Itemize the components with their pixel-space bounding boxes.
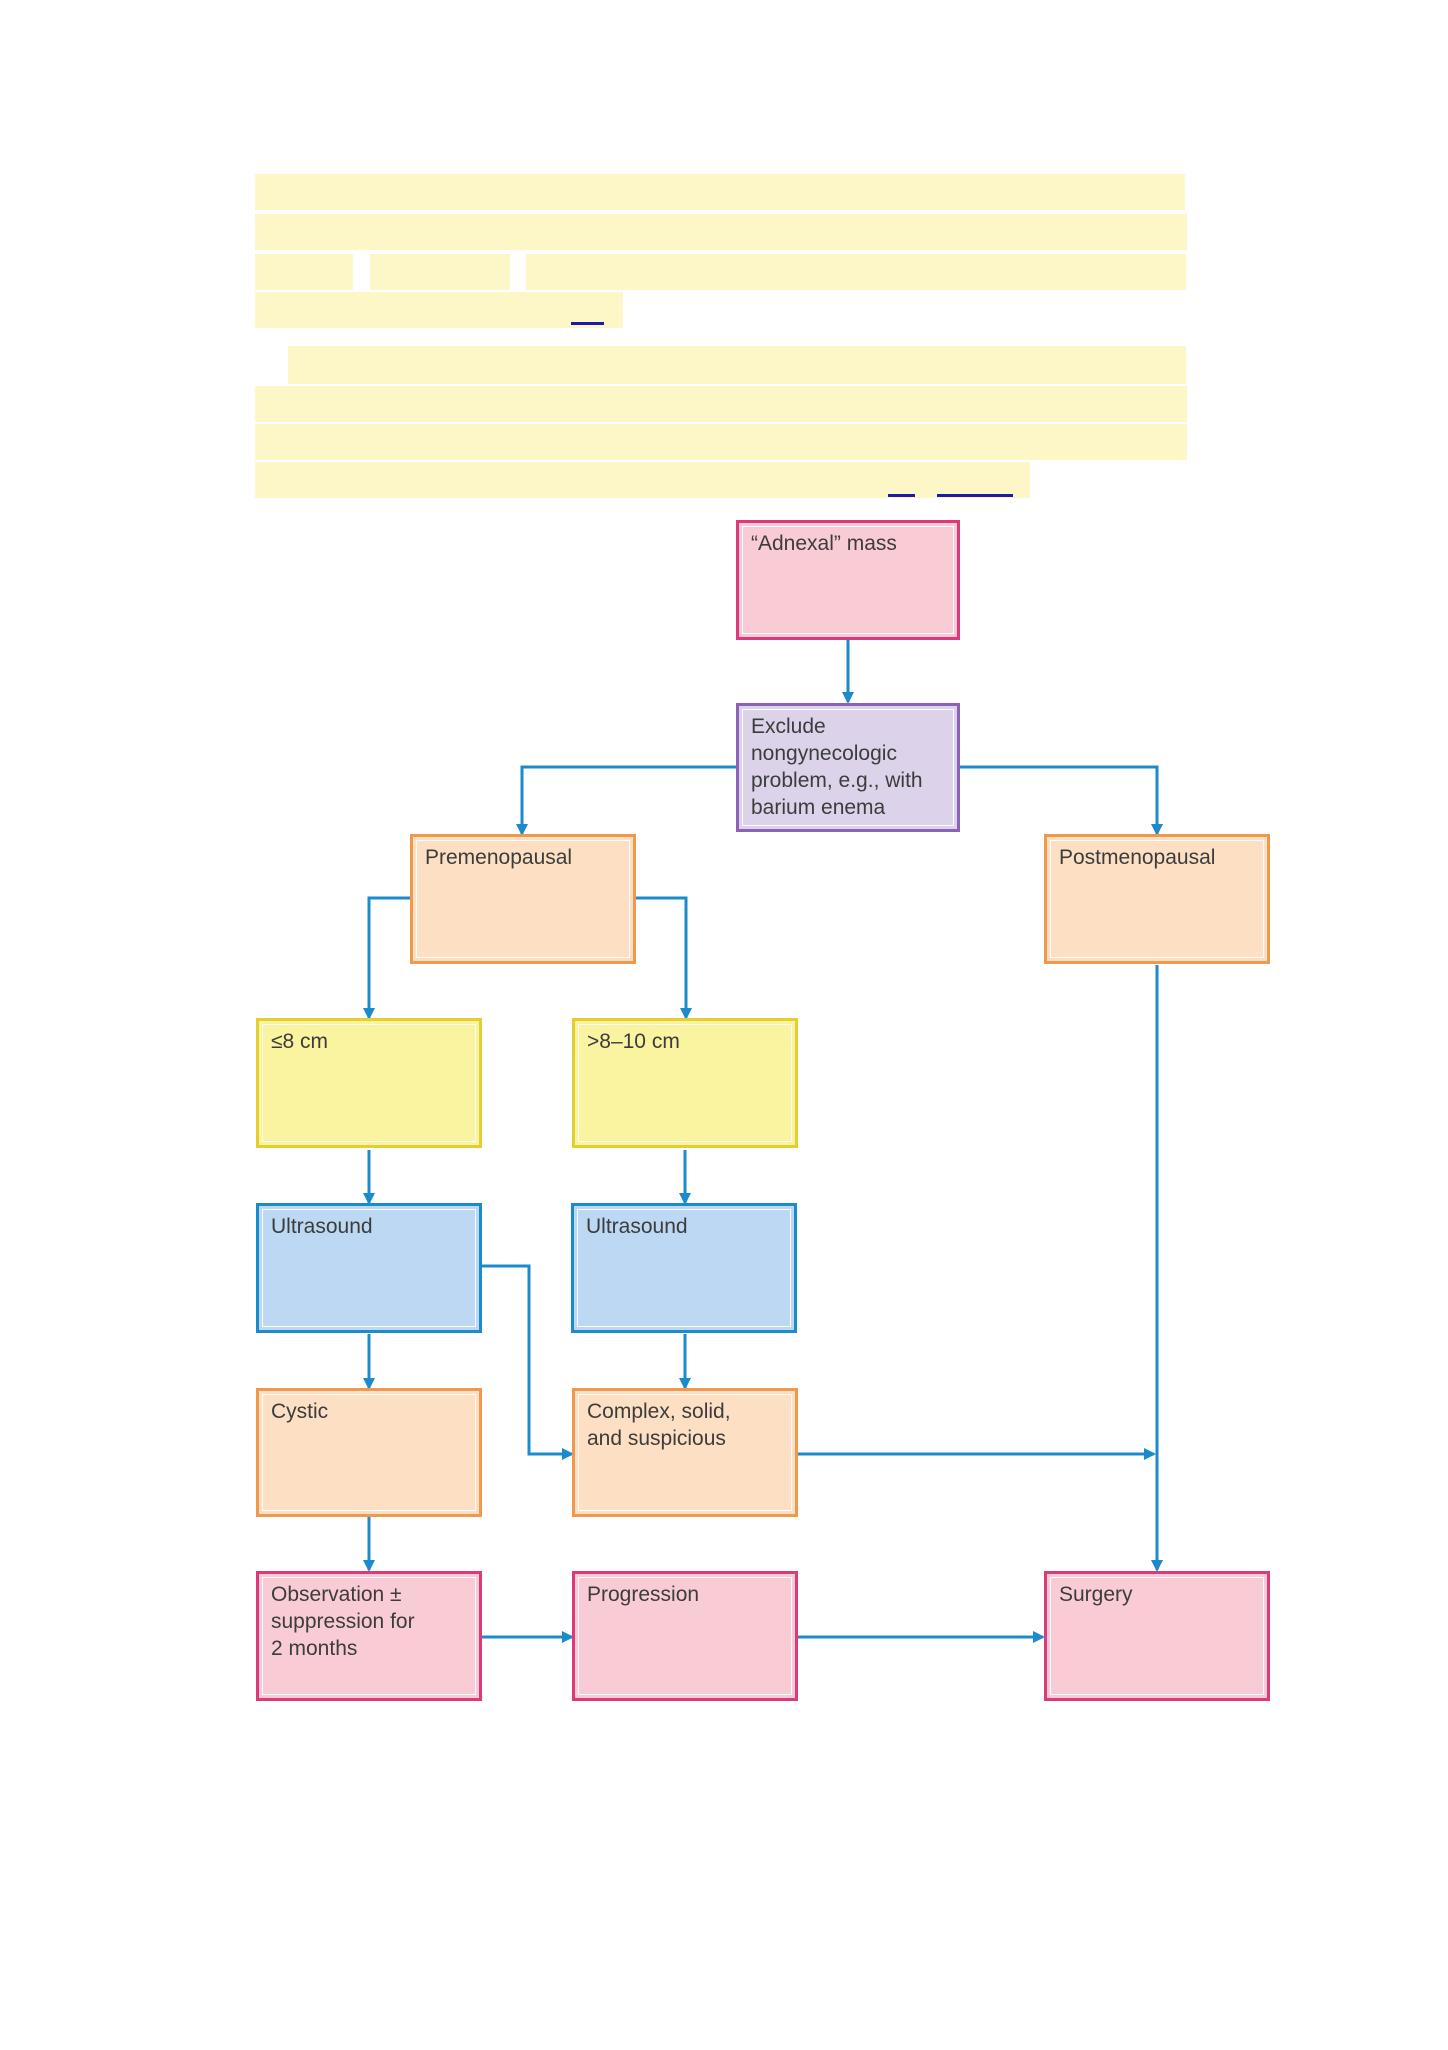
node-ultrasound-right: Ultrasound <box>571 1203 797 1333</box>
edge-premenopausal-to-le8cm <box>363 896 410 1020</box>
node-label: “Adnexal” mass <box>751 532 897 555</box>
edge-exclude-to-postmenopausal <box>960 765 1163 836</box>
link-underline[interactable] <box>571 322 604 325</box>
node-le8cm: ≤8 cm <box>256 1018 482 1148</box>
node-label: >8–10 cm <box>587 1030 680 1053</box>
edge-premenopausal-to-gt8cm <box>636 896 692 1020</box>
node-exclude-nongynecologic: Exclude nongynecologic problem, e.g., wi… <box>736 703 960 832</box>
node-adnexal-mass: “Adnexal” mass <box>736 520 960 640</box>
node-label: Exclude nongynecologic problem, e.g., wi… <box>751 715 923 819</box>
edge-ultrasound-to-complex-left <box>482 1264 574 1460</box>
node-label: Postmenopausal <box>1059 846 1216 869</box>
node-observation: Observation ± suppression for 2 months <box>256 1571 482 1701</box>
link-underline[interactable] <box>888 494 915 497</box>
node-label: Ultrasound <box>586 1215 688 1238</box>
highlight-bar <box>255 174 1185 210</box>
highlight-bar <box>255 386 1187 422</box>
node-postmenopausal: Postmenopausal <box>1044 834 1270 964</box>
link-underline[interactable] <box>937 494 1013 497</box>
node-cystic: Cystic <box>256 1388 482 1517</box>
node-label: Cystic <box>271 1400 329 1423</box>
node-label: Ultrasound <box>271 1215 373 1238</box>
highlight-bar <box>255 214 1187 250</box>
node-label: Complex, solid, and suspicious <box>587 1400 731 1450</box>
node-complex-solid-suspicious: Complex, solid, and suspicious <box>572 1388 798 1517</box>
node-surgery: Surgery <box>1044 1571 1270 1701</box>
node-label: Premenopausal <box>425 846 573 869</box>
node-gt8-10cm: >8–10 cm <box>572 1018 798 1148</box>
node-label: ≤8 cm <box>271 1030 329 1053</box>
highlight-bar <box>255 292 623 328</box>
node-label: Observation ± suppression for 2 months <box>271 1583 415 1660</box>
node-ultrasound-left: Ultrasound <box>256 1203 482 1333</box>
highlight-bar <box>526 254 1186 290</box>
node-progression: Progression <box>572 1571 798 1701</box>
node-label: Progression <box>587 1583 700 1606</box>
highlight-bar <box>255 462 1030 498</box>
node-label: Surgery <box>1059 1583 1133 1606</box>
highlight-bar <box>288 346 1186 384</box>
edge-exclude-to-premenopausal <box>516 765 736 836</box>
highlight-bar <box>255 424 1187 460</box>
node-premenopausal: Premenopausal <box>410 834 636 964</box>
highlight-bar <box>255 254 353 290</box>
highlight-bar <box>370 254 510 290</box>
